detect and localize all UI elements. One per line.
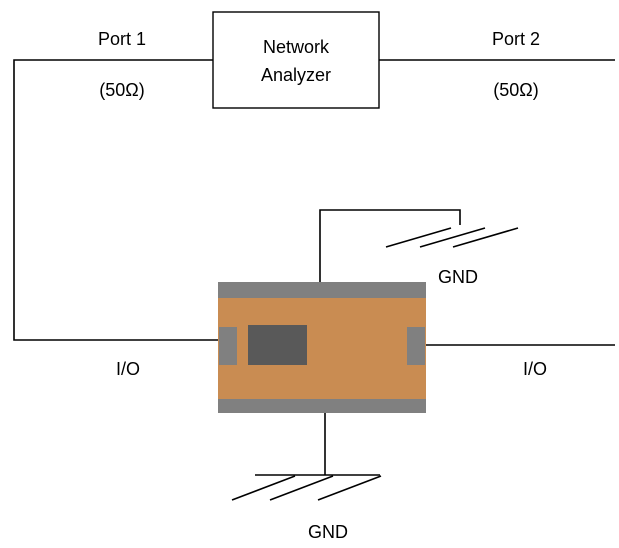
ground-bottom-stroke-1 xyxy=(231,475,296,501)
component-right-terminal xyxy=(407,327,425,365)
network-analyzer-box xyxy=(212,11,380,109)
component-top-terminal xyxy=(218,282,426,298)
port2-label: Port 2 xyxy=(492,29,540,49)
gnd-bottom-label: GND xyxy=(308,522,348,542)
port1-impedance: (50Ω) xyxy=(99,80,144,100)
ground-top-stroke-2 xyxy=(419,227,486,248)
component-package xyxy=(218,282,426,413)
ground-bottom-stroke-3 xyxy=(317,475,382,501)
ground-top-stroke-1 xyxy=(385,227,452,248)
component-chip xyxy=(248,325,307,365)
top-ground-wire xyxy=(319,209,461,282)
gnd-top-label: GND xyxy=(438,267,478,287)
ground-top-stroke-3 xyxy=(452,227,519,248)
port1-wire xyxy=(13,59,218,341)
component-left-terminal xyxy=(219,327,237,365)
port2-impedance: (50Ω) xyxy=(493,80,538,100)
port1-label: Port 1 xyxy=(98,29,146,49)
io-right-label: I/O xyxy=(523,359,547,379)
ground-symbol-icon xyxy=(231,475,382,501)
ground-bottom-stroke-2 xyxy=(269,475,334,501)
analyzer-label-line1: Network xyxy=(263,37,330,57)
ground-symbol-icon xyxy=(385,227,519,248)
component-bottom-terminal xyxy=(218,399,426,413)
io-left-label: I/O xyxy=(116,359,140,379)
analyzer-label-line2: Analyzer xyxy=(261,65,331,85)
